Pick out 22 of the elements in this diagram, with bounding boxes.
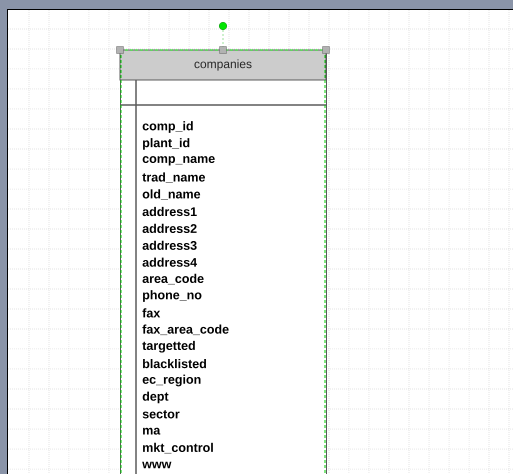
table-header: companies [120,50,326,80]
field-name: fax_area_code [142,324,229,336]
field-name: address4 [142,258,198,267]
field-name: old_name [142,189,200,200]
field-name: ec_region [142,374,200,386]
field-name: fax [142,308,160,318]
field-name: targetted [142,340,195,353]
field-name: area_code [142,274,204,284]
field-name: blacklisted [143,359,206,368]
field-name: address1 [142,206,197,216]
field-name: trad_name [142,172,205,183]
field-name: comp_name [142,156,215,166]
field-name: plant_id [143,138,190,150]
field-name: comp_id [142,121,193,133]
field-name: address2 [142,224,197,233]
field-name: www [142,462,172,468]
field-name: ma [143,428,160,435]
field-name: dept [142,392,168,404]
field-name: mkt_control [143,442,213,454]
field-name: address3 [142,240,197,250]
field-name: sector [142,410,180,418]
field-name: phone_no [143,290,202,302]
